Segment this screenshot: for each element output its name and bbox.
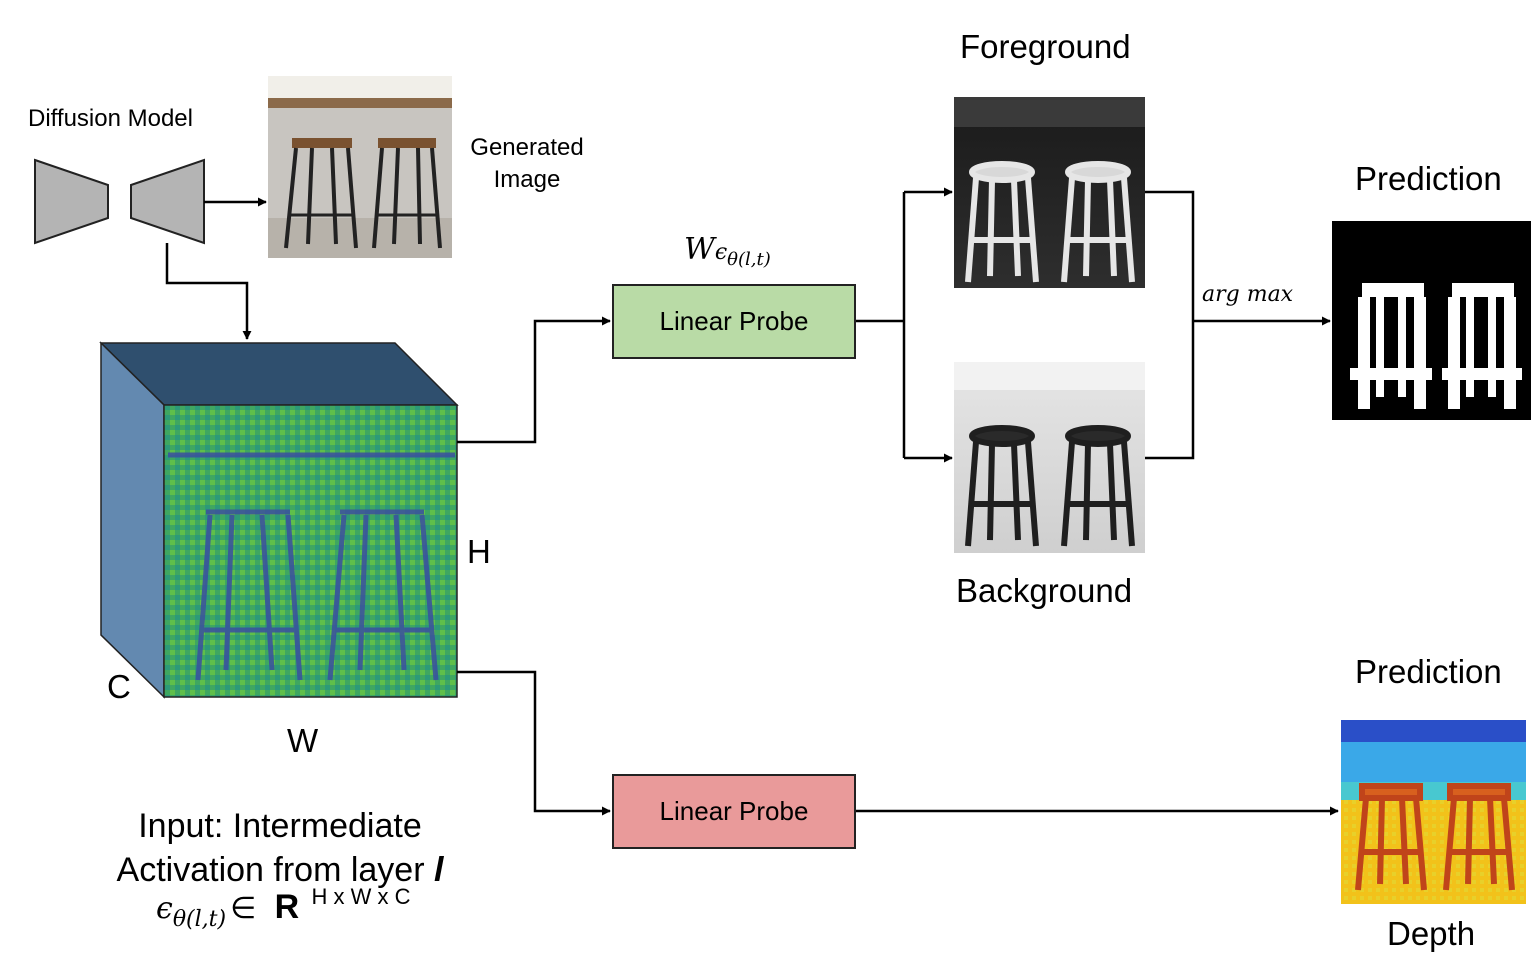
diffusion-model-label: Diffusion Model [28, 105, 193, 132]
weight-label-base: W [684, 232, 715, 267]
weight-label-subscript: θ(l,t) [727, 249, 771, 270]
dimension-c-label: C [107, 668, 131, 705]
dimension-h-label: H [467, 533, 491, 570]
generated-image [268, 76, 452, 258]
background-label: Background [956, 572, 1133, 609]
activation-cube [99, 341, 459, 699]
dimension-w-label: W [287, 722, 319, 759]
segmentation-prediction-image [1332, 221, 1531, 420]
linear-probe-segmentation-label: Linear Probe [659, 306, 809, 336]
input-formula-epsilon: ϵ [156, 891, 173, 926]
input-description-line2: Activation from layer l [60, 848, 500, 892]
foreground-map-image [954, 97, 1145, 288]
arrow-to-bottom-probe [457, 670, 611, 816]
generated-image-label: Generated Image [462, 132, 592, 196]
weight-label: Wϵθ(l,t) [684, 232, 771, 270]
generated-image-label-line1: Generated [470, 134, 584, 161]
input-description: Input: Intermediate Activation from laye… [60, 804, 500, 892]
depth-label: Depth [1387, 915, 1476, 952]
argmax-label: arg max [1202, 282, 1294, 307]
input-description-line1: Input: Intermediate [138, 807, 422, 845]
background-map-image [954, 362, 1145, 553]
weight-label-epsilon: ϵ [714, 240, 728, 265]
input-layer-variable: l [434, 851, 444, 889]
segmentation-prediction-label: Prediction [1355, 160, 1502, 197]
decoder-trapezoid-icon [130, 158, 205, 245]
depth-prediction-label: Prediction [1355, 653, 1502, 690]
linear-probe-depth: Linear Probe [612, 774, 856, 849]
input-formula-superscript: H x W x C [311, 884, 411, 909]
depth-prediction-image [1341, 720, 1526, 904]
encoder-trapezoid-icon [34, 158, 109, 245]
input-formula-subscript: θ(l,t) [172, 907, 227, 932]
linear-probe-segmentation: Linear Probe [612, 284, 856, 359]
arrow-to-top-probe [457, 316, 611, 444]
arrow-to-activation-cube [165, 243, 252, 340]
input-formula-element-of: ∈ [230, 892, 257, 925]
generated-image-label-line2: Image [493, 166, 561, 193]
input-formula-real-symbol: R [274, 888, 300, 926]
linear-probe-depth-label: Linear Probe [659, 796, 809, 826]
foreground-label: Foreground [960, 28, 1131, 65]
input-formula: ϵθ(l,t)∈ R H x W x C [156, 884, 410, 932]
input-description-line2-text: Activation from layer [116, 851, 434, 889]
